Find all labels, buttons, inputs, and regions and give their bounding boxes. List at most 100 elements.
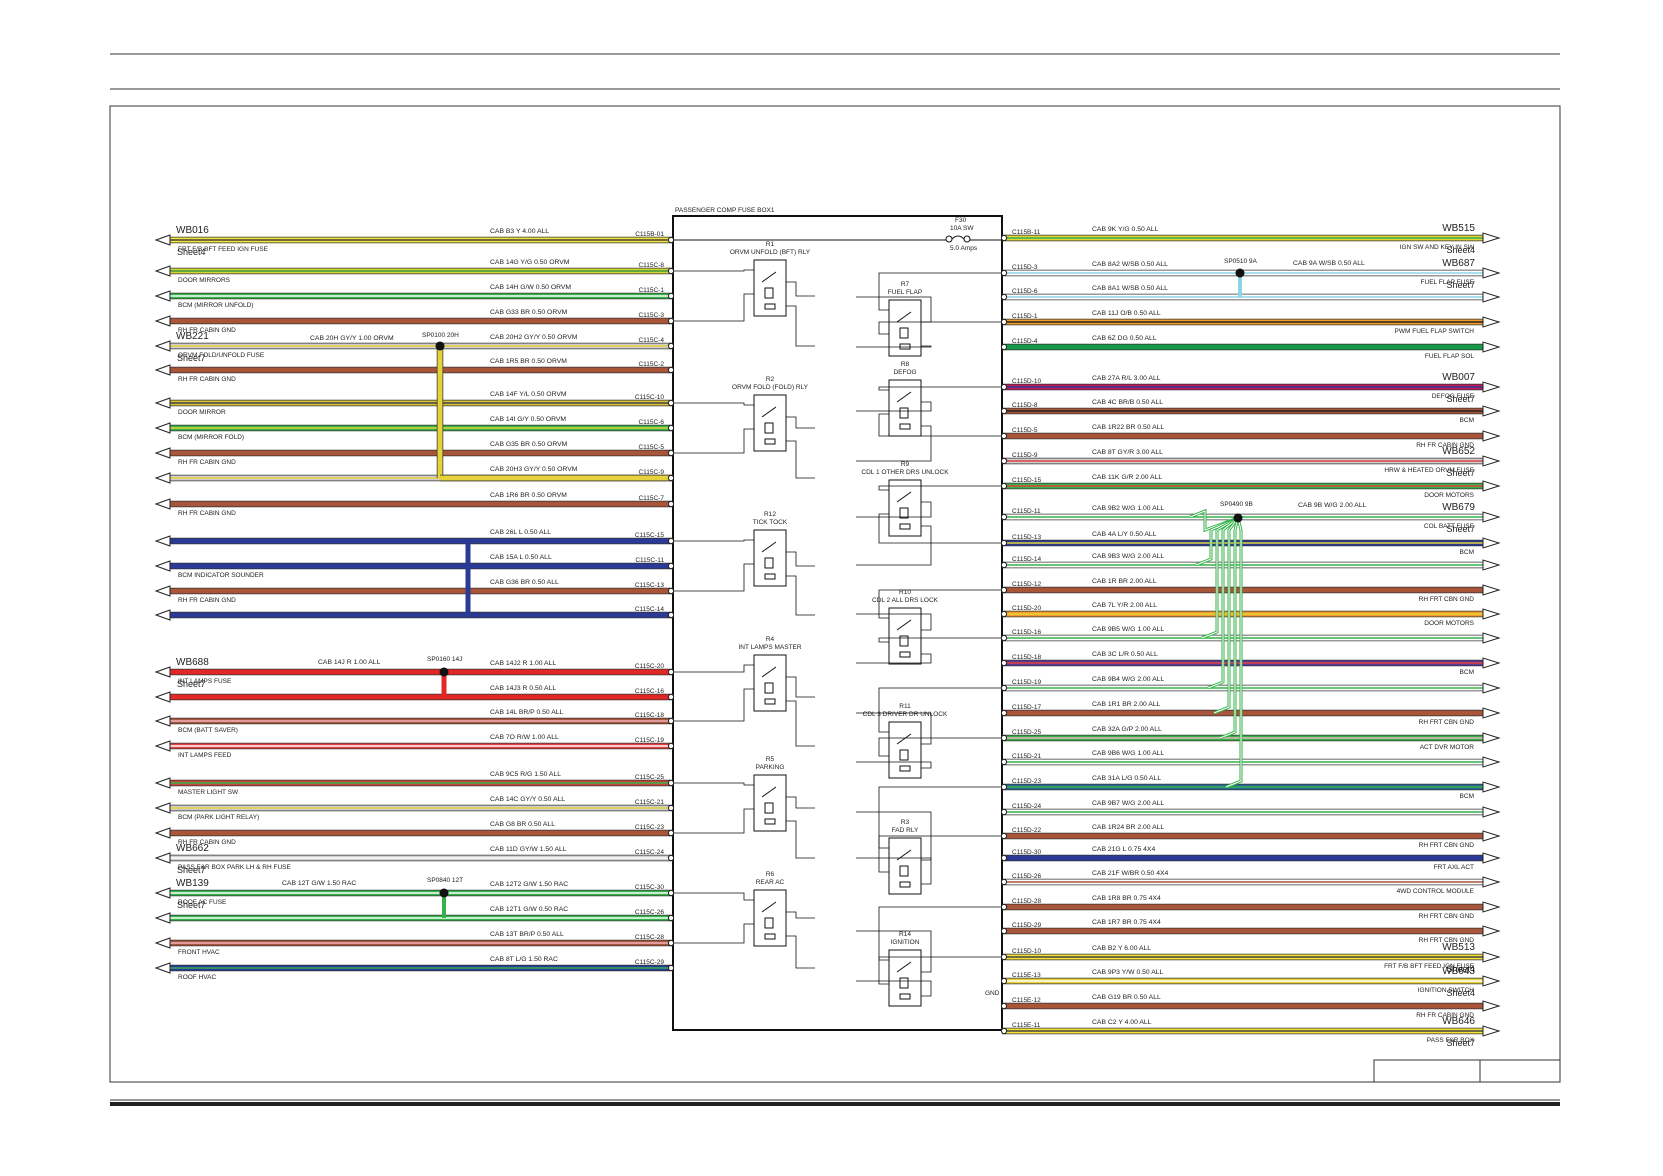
- rl5-relay-lead-4: [856, 761, 932, 769]
- right-wire-5-dest: FUEL FLAP SOL: [1425, 353, 1475, 360]
- rl1-relay-name: FUEL FLAP: [888, 289, 922, 296]
- left-wire-2-dest: DOOR MIRRORS: [178, 277, 231, 284]
- left-wire-20-pin: C115C-25: [635, 774, 665, 781]
- right-wire-26-spec: CAB 21F W/BR 0.50 4X4: [1092, 870, 1169, 877]
- right-wire-26-dest: 4WD CONTROL MODULE: [1397, 888, 1475, 895]
- left-wire-17-spec: CAB 14J3 R 0.50 ALL: [490, 685, 556, 692]
- right-wire-24-spec: CAB 1R24 BR 2.00 ALL: [1092, 824, 1164, 831]
- ls6-relay-name: REAR AC: [756, 879, 785, 886]
- right-wire-31-pin-dot: [1000, 1002, 1008, 1010]
- rl3-relay-coil: [899, 507, 909, 519]
- left-wire-9-dest: RH FR CABIN GND: [178, 459, 236, 466]
- right-wire-16-pin-dot: [1000, 634, 1008, 642]
- ls6-relay-coil: [764, 917, 774, 929]
- rl3-relay-switch: [896, 491, 912, 503]
- right-wire-23-connector: [1482, 806, 1501, 818]
- left-wire-18-pin: C115C-18: [635, 712, 665, 719]
- left-wire-8-dest: BCM (MIRROR FOLD): [178, 434, 244, 441]
- right-wire-30-pin-dot: [1000, 977, 1008, 985]
- spec-9b: CAB 9B W/G 2.00 ALL: [1298, 502, 1367, 509]
- left-wire-1-wb: WB016: [176, 225, 209, 236]
- rl4-relay-id: R10: [899, 589, 911, 596]
- right-wire-6-sheet: Sheet7: [1446, 394, 1475, 404]
- right-wire-9-dest: HRW & HEATED ORVM FUSE: [1384, 467, 1474, 474]
- rl5-relay-diode: [899, 765, 911, 772]
- left-wire-25-pin-dot: [667, 914, 675, 922]
- splice-label-12t: SP0840 12T: [427, 877, 463, 884]
- ls5-relay-lead-1: [673, 782, 754, 786]
- left-wire-1-sheet: Sheet4: [177, 247, 206, 257]
- splice-label-14j: SP0160 14J: [427, 656, 462, 663]
- ls3-relay-lead-1: [673, 539, 754, 542]
- left-wire-27-pin-dot: [667, 964, 675, 972]
- right-wire-20-connector: [1482, 732, 1501, 744]
- right-wire-12-spec: CAB 4A L/Y 0.50 ALL: [1092, 531, 1157, 538]
- left-wire-18-connector: [154, 715, 171, 727]
- rl3-relay-lead-3: [878, 513, 1002, 544]
- right-wire-2-connector: [1482, 267, 1501, 279]
- rl7-relay-lead-4: [856, 980, 932, 997]
- rl4-relay-lead-1: [878, 589, 1002, 619]
- right-wire-30-dest: IGNITION SWITCH: [1418, 987, 1475, 994]
- rl2-relay-switch: [896, 391, 912, 403]
- left-wire-17-pin-dot: [667, 693, 675, 701]
- left-wire-22-dest: RH FR CABIN GND: [178, 839, 236, 846]
- right-wire-22-pin-dot: [1000, 783, 1008, 791]
- right-wire-19-spec: CAB 1R1 BR 2.00 ALL: [1092, 701, 1161, 708]
- right-wire-9-pin-dot: [1000, 457, 1008, 465]
- right-wire-29-pin: C115D-10: [1012, 948, 1042, 955]
- right-wire-11-connector: [1482, 511, 1501, 523]
- rl2-relay-coil: [899, 407, 909, 419]
- splice-label-9b: SP0490 9B: [1220, 501, 1253, 508]
- ls1-relay-name: ORVM UNFOLD (BFT) RLY: [730, 249, 811, 256]
- rl7-relay-coil: [899, 977, 909, 989]
- right-wire-2-pin-dot: [1000, 269, 1008, 277]
- rl7-relay-lead-1: [878, 906, 1002, 961]
- left-wire-21-dest: BCM (PARK LIGHT RELAY): [178, 814, 259, 821]
- left-wire-16-pin: C115C-20: [635, 663, 665, 670]
- right-wire-17-pin: C115D-18: [1012, 654, 1042, 661]
- splice-label-9a: SP0510 9A: [1224, 258, 1258, 265]
- right-wire-1-spec: CAB 9K Y/G 0.50 ALL: [1092, 226, 1159, 233]
- right-wire-29-connector: [1482, 951, 1501, 963]
- right-wire-20-pin-dot: [1000, 734, 1008, 742]
- ls5-relay-switch: [761, 786, 777, 798]
- right-wire-9-pin: C115D-9: [1012, 452, 1038, 459]
- rl7-relay-diode: [899, 993, 911, 1000]
- splice-14j-dot: [439, 667, 449, 677]
- spec-12t: CAB 12T G/W 1.50 RAC: [282, 880, 356, 887]
- left-wire-27-pin: C115C-29: [635, 959, 665, 966]
- left-wire-22-connector: [154, 827, 171, 839]
- right-wire-27-dest: RH FRT CBN GND: [1419, 913, 1475, 920]
- ls2-relay-lead-2: [786, 416, 815, 429]
- right-wire-27-connector: [1482, 901, 1501, 913]
- right-wire-32-pin-dot: [1000, 1027, 1008, 1035]
- right-wire-21-pin-dot: [1000, 758, 1008, 766]
- left-wire-21-pin-dot: [667, 804, 675, 812]
- right-wire-24-pin-dot: [1000, 832, 1008, 840]
- splice-20h-dot: [435, 341, 445, 351]
- right-wire-31-pin: C115E-12: [1012, 997, 1041, 1004]
- right-wire-10-connector: [1482, 480, 1501, 492]
- left-wire-5-connector: [154, 340, 171, 352]
- left-wire-6-dest: RH FR CABIN GND: [178, 376, 236, 383]
- rl1-relay-id: R7: [901, 281, 910, 288]
- ls1-relay-lead-3: [673, 293, 754, 322]
- left-wire-9-spec: CAB G35 BR 0.50 ORVM: [490, 441, 568, 448]
- left-wire-21-pin: C115C-21: [635, 799, 665, 806]
- right-wire-26-connector: [1482, 876, 1501, 888]
- ls5-relay-id: R5: [766, 756, 775, 763]
- right-wire-8-connector: [1482, 430, 1501, 442]
- ls2-relay-diode: [764, 438, 776, 445]
- left-wire-13-spec: CAB 15A L 0.50 ALL: [490, 554, 552, 561]
- ls3-relay-id: R12: [764, 511, 776, 518]
- ls2-relay-coil: [764, 422, 774, 434]
- right-wire-19-pin-dot: [1000, 709, 1008, 717]
- left-wire-4-pin: C115C-3: [638, 312, 664, 319]
- right-wire-30-spec: CAB 9P3 Y/W 0.50 ALL: [1092, 969, 1164, 976]
